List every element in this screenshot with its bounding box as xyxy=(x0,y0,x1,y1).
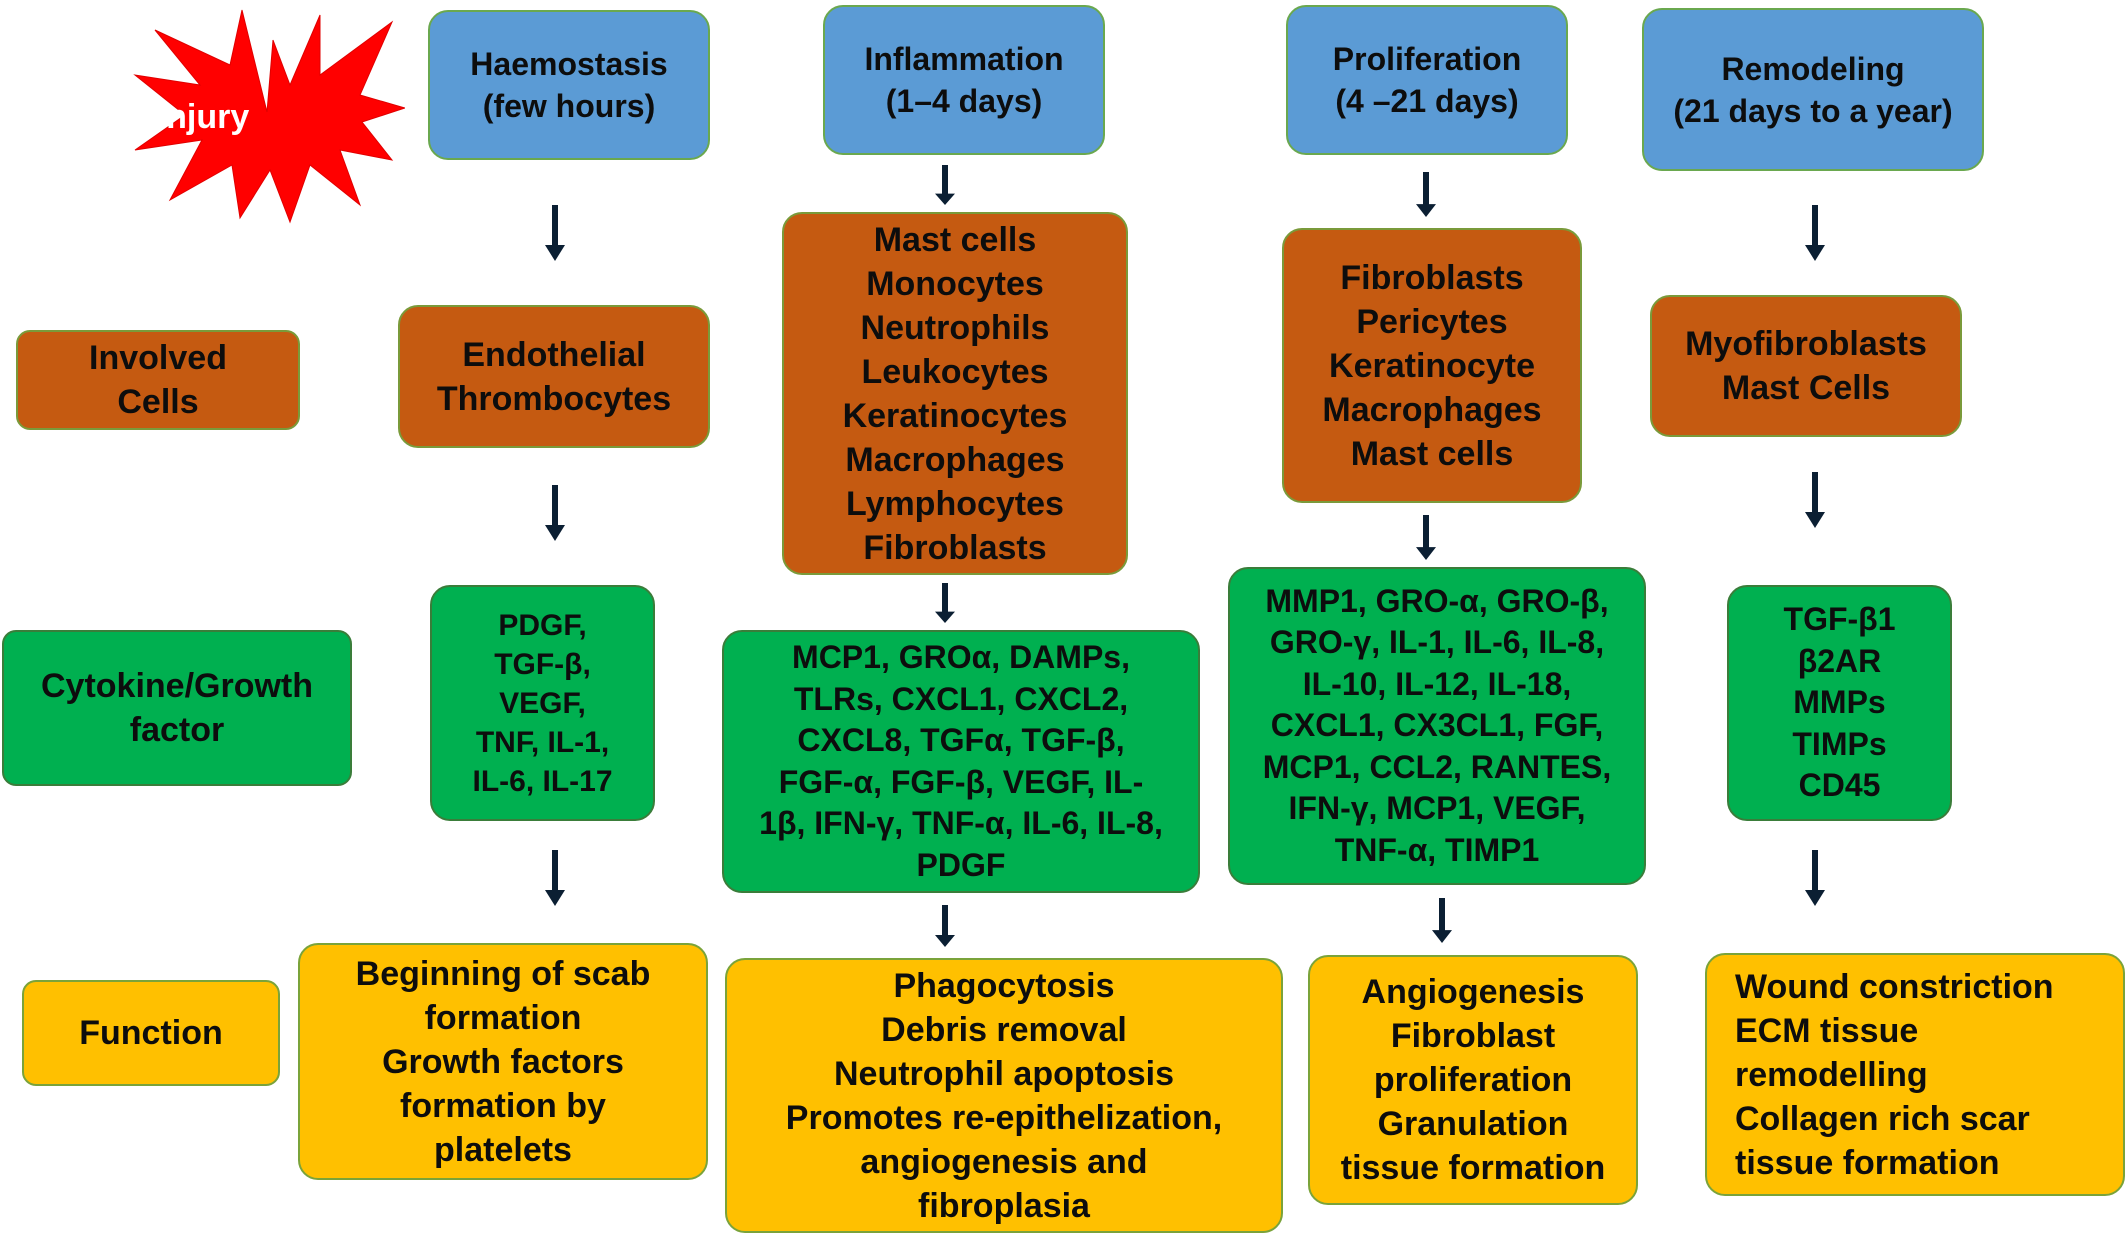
arrow-down-icon xyxy=(935,905,955,947)
arrow-down-icon xyxy=(1805,850,1825,906)
inflammation-cytokines: MCP1, GROα, DAMPs, TLRs, CXCL1, CXCL2, C… xyxy=(722,630,1200,893)
arrow-down-icon xyxy=(545,485,565,541)
involved-cells-label: Involved Cells xyxy=(16,330,300,430)
haemostasis-cytokines: PDGF, TGF-β, VEGF, TNF, IL-1, IL-6, IL-1… xyxy=(430,585,655,821)
phase-remodeling: Remodeling (21 days to a year) xyxy=(1642,8,1984,171)
phase-haemostasis: Haemostasis (few hours) xyxy=(428,10,710,160)
injury-starburst xyxy=(133,9,405,224)
injury-starburst-shape xyxy=(133,9,405,224)
phase-inflammation: Inflammation (1–4 days) xyxy=(823,5,1105,155)
arrow-down-icon xyxy=(545,205,565,261)
arrow-down-icon xyxy=(1416,515,1436,560)
inflammation-cells: Mast cells Monocytes Neutrophils Leukocy… xyxy=(782,212,1128,575)
cytokine-growth-factor-label: Cytokine/Growth factor xyxy=(2,630,352,786)
remodeling-function: Wound constriction ECM tissue remodellin… xyxy=(1705,953,2125,1196)
arrow-down-icon xyxy=(545,850,565,906)
arrow-down-icon xyxy=(935,583,955,623)
inflammation-function: Phagocytosis Debris removal Neutrophil a… xyxy=(725,958,1283,1233)
proliferation-cells: Fibroblasts Pericytes Keratinocyte Macro… xyxy=(1282,228,1582,503)
arrow-down-icon xyxy=(1416,172,1436,217)
injury-label: Injury xyxy=(156,97,250,136)
proliferation-function: Angiogenesis Fibroblast proliferation Gr… xyxy=(1308,955,1638,1205)
haemostasis-cells: Endothelial Thrombocytes xyxy=(398,305,710,448)
remodeling-cells: Myofibroblasts Mast Cells xyxy=(1650,295,1962,437)
proliferation-cytokines: MMP1, GRO-α, GRO-β, GRO-γ, IL-1, IL-6, I… xyxy=(1228,567,1646,885)
haemostasis-function: Beginning of scab formation Growth facto… xyxy=(298,943,708,1180)
arrow-down-icon xyxy=(1805,205,1825,261)
remodeling-cytokines: TGF-β1 β2AR MMPs TIMPs CD45 xyxy=(1727,585,1952,821)
arrow-down-icon xyxy=(1805,472,1825,528)
arrow-down-icon xyxy=(1432,898,1452,943)
arrow-down-icon xyxy=(935,165,955,205)
function-label: Function xyxy=(22,980,280,1086)
phase-proliferation: Proliferation (4 –21 days) xyxy=(1286,5,1568,155)
